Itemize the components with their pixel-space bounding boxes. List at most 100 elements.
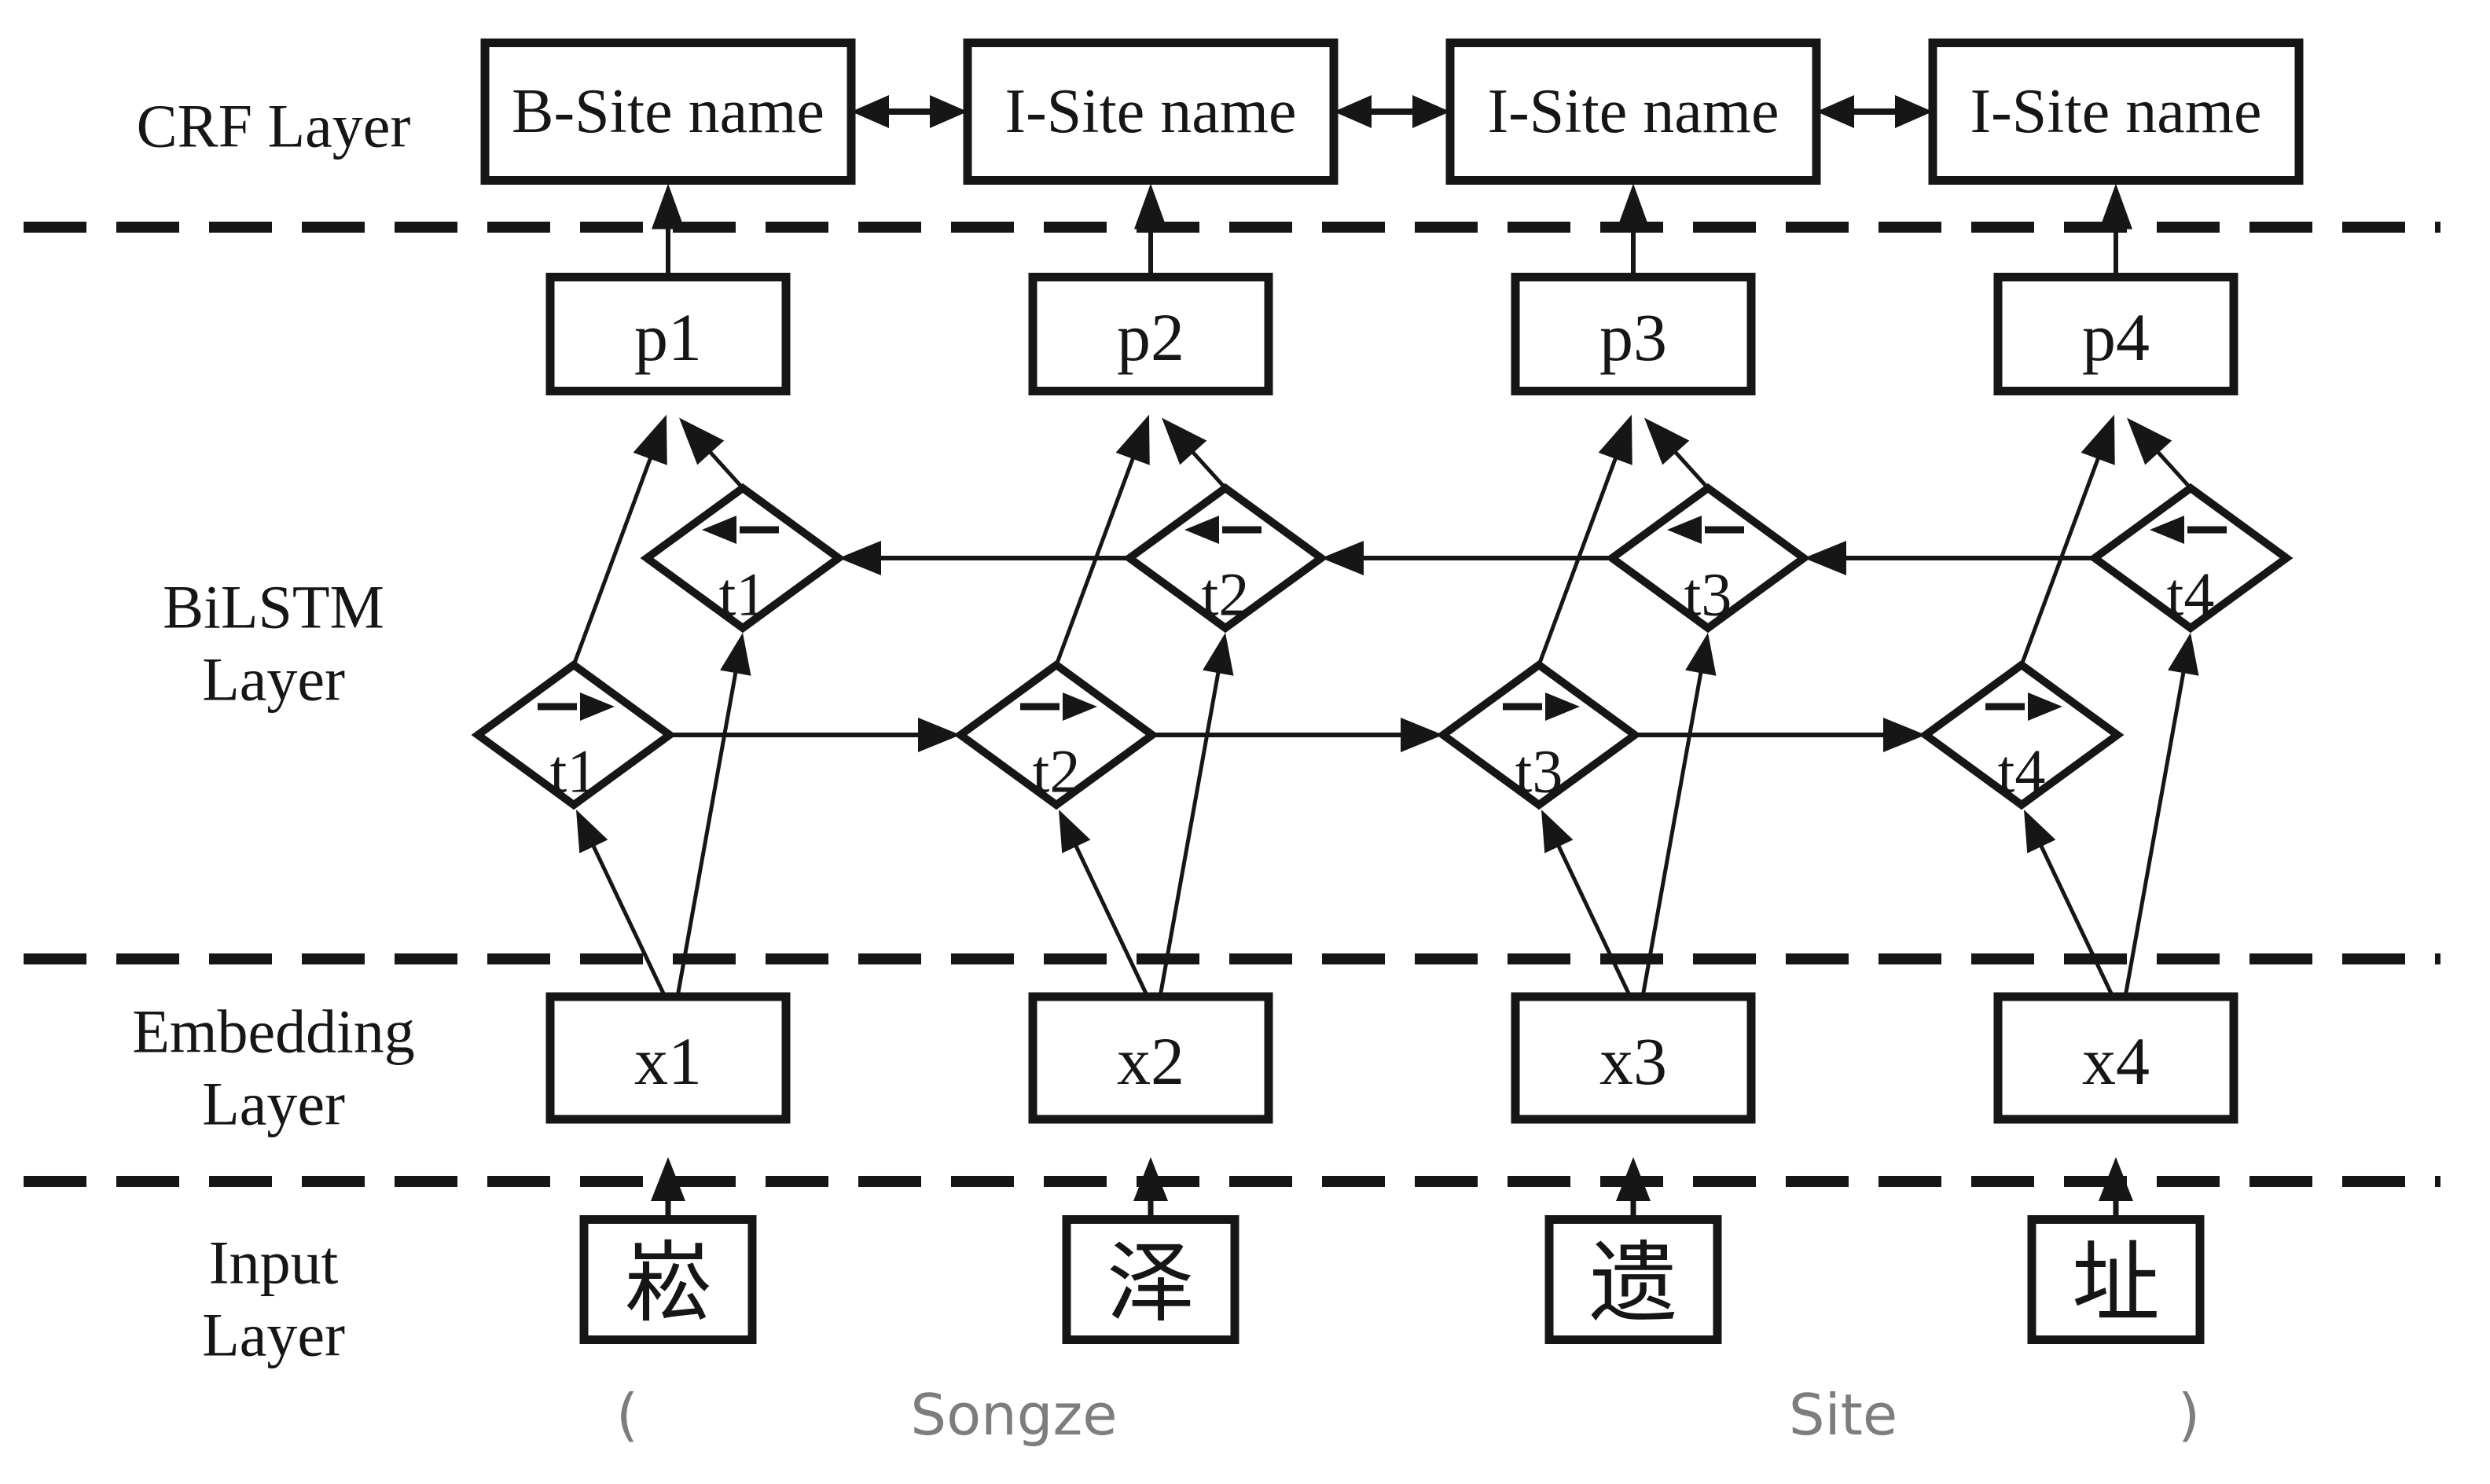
p-to-crf-arrow-head-icon (2099, 183, 2132, 230)
embedding-to-backward-arrow-head-icon (720, 633, 751, 676)
forward-to-p-arrow-head-icon (633, 414, 667, 465)
crf-layer-label: CRF Layer (137, 92, 411, 160)
right-arrow-icon (2028, 692, 2062, 721)
crf-tag-box (1928, 39, 2304, 185)
embedding-to-backward-arrow-head-icon (1685, 633, 1717, 676)
embedding-to-forward-arrow-head-icon (576, 810, 608, 854)
embedding-vector-box (1511, 992, 1756, 1124)
crf-tag-box (963, 39, 1339, 185)
forward-lstm-cell (953, 659, 1159, 810)
crf-transition-left-arrow-icon (851, 95, 889, 128)
crf-transition-right-arrow-icon (1412, 95, 1450, 128)
p-node-label: p1 (634, 299, 702, 375)
backward-to-p-arrow-head-icon (1644, 417, 1690, 465)
crf-tag-label: B-Site name (512, 77, 824, 146)
crf-tag-label: I-Site name (1005, 77, 1297, 146)
forward-cell-label: t4 (1998, 737, 2046, 806)
gloss-label: Songze (910, 1382, 1117, 1448)
right-arrow-icon (1063, 692, 1097, 721)
crf-tag-label: I-Site name (1488, 77, 1779, 146)
embedding-vector-box (1028, 992, 1273, 1124)
p-node-label: p3 (1599, 299, 1667, 375)
right-arrow-icon (580, 692, 615, 721)
forward-chain-arrow-head-icon (1883, 718, 1926, 752)
crf-transition-left-arrow-icon (1334, 95, 1372, 128)
embedding-to-backward-arrow-head-icon (1203, 633, 1234, 676)
input-char-label: 遗 (1589, 1236, 1677, 1333)
p-node-box (1511, 273, 1756, 395)
input-char-box (2027, 1215, 2205, 1344)
backward-to-p-arrow-line (1670, 446, 1710, 490)
left-arrow-icon (702, 516, 736, 544)
gloss-label: ) (2178, 1382, 2200, 1448)
backward-to-p-arrow-line (705, 446, 744, 490)
input-layer-label: Input (209, 1229, 339, 1297)
crf-tag-box (1445, 39, 1821, 185)
embedding-vector-label: x3 (1599, 1023, 1667, 1099)
input-to-embedding-arrow-head-icon (651, 1157, 685, 1201)
forward-chain-arrow-head-icon (918, 718, 960, 752)
backward-chain-arrow-head-icon (839, 541, 881, 575)
embedding-to-forward-arrow-line (589, 839, 667, 998)
embedding-vector-label: x2 (1117, 1023, 1184, 1099)
backward-cell-label: t3 (1684, 560, 1732, 629)
embedding-vector-box (545, 992, 791, 1124)
crf-transition-left-arrow-icon (1816, 95, 1854, 128)
input-layer-label: Layer (202, 1301, 345, 1369)
p-node-label: p2 (1117, 299, 1184, 375)
embedding-to-backward-arrow-line (1640, 666, 1704, 997)
left-arrow-icon (2150, 516, 2184, 544)
forward-lstm-cell (471, 659, 677, 810)
embedding-layer-label: Embedding (132, 997, 415, 1066)
crf-tag-label: I-Site name (1970, 77, 2262, 146)
left-arrow-icon (1667, 516, 1702, 544)
embedding-to-backward-arrow-head-icon (2168, 633, 2199, 676)
backward-chain-arrow-head-icon (1804, 541, 1846, 575)
backward-to-p-arrow-head-icon (2127, 417, 2172, 465)
forward-lstm-cell (1919, 659, 2125, 810)
forward-cell-label: t1 (550, 737, 598, 806)
bilstm-layer-label: Layer (202, 645, 345, 714)
embedding-to-forward-arrow-line (2036, 839, 2115, 998)
forward-cell-label: t2 (1033, 737, 1081, 806)
embedding-to-forward-arrow-head-icon (1541, 810, 1574, 854)
right-arrow-icon (1545, 692, 1580, 721)
backward-cell-label: t1 (719, 560, 767, 629)
embedding-vector-label: x4 (2082, 1023, 2150, 1099)
input-char-label: 崧 (624, 1236, 712, 1333)
left-arrow-icon (1184, 516, 1219, 544)
forward-to-p-arrow-line (571, 452, 655, 666)
crf-transition-right-arrow-icon (930, 95, 968, 128)
crf-transition-right-arrow-icon (1895, 95, 1933, 128)
input-char-label: 址 (2072, 1236, 2160, 1333)
embedding-to-forward-arrow-head-icon (1059, 810, 1091, 854)
backward-cell-label: t2 (1202, 560, 1250, 629)
embedding-layer-label: Layer (202, 1070, 345, 1138)
gloss-label: Site (1789, 1382, 1897, 1448)
backward-to-p-arrow-head-icon (679, 417, 725, 465)
backward-cell-label: t4 (2167, 560, 2215, 629)
embedding-to-forward-arrow-line (1071, 839, 1150, 998)
forward-lstm-cell (1436, 659, 1642, 810)
input-char-label: 泽 (1107, 1236, 1195, 1333)
forward-to-p-arrow-head-icon (2081, 414, 2115, 465)
forward-to-p-arrow-head-icon (1598, 414, 1632, 465)
forward-chain-arrow-head-icon (1401, 718, 1443, 752)
backward-lstm-cell (1122, 483, 1328, 634)
forward-to-p-arrow-line (1054, 452, 1137, 666)
forward-cell-label: t3 (1515, 737, 1563, 806)
embedding-to-forward-arrow-line (1554, 839, 1632, 998)
embedding-vector-box (1993, 992, 2238, 1124)
forward-to-p-arrow-line (2019, 452, 2103, 666)
backward-to-p-arrow-line (1188, 446, 1227, 490)
input-char-box (579, 1215, 757, 1344)
p-to-crf-arrow-head-icon (1134, 183, 1167, 230)
embedding-vector-label: x1 (634, 1023, 702, 1099)
backward-lstm-cell (1605, 483, 1811, 634)
input-to-embedding-arrow-head-icon (2099, 1157, 2133, 1201)
bilstm-layer-label: BiLSTM (163, 573, 384, 641)
embedding-to-forward-arrow-head-icon (2024, 810, 2056, 854)
p-node-label: p4 (2082, 299, 2150, 375)
